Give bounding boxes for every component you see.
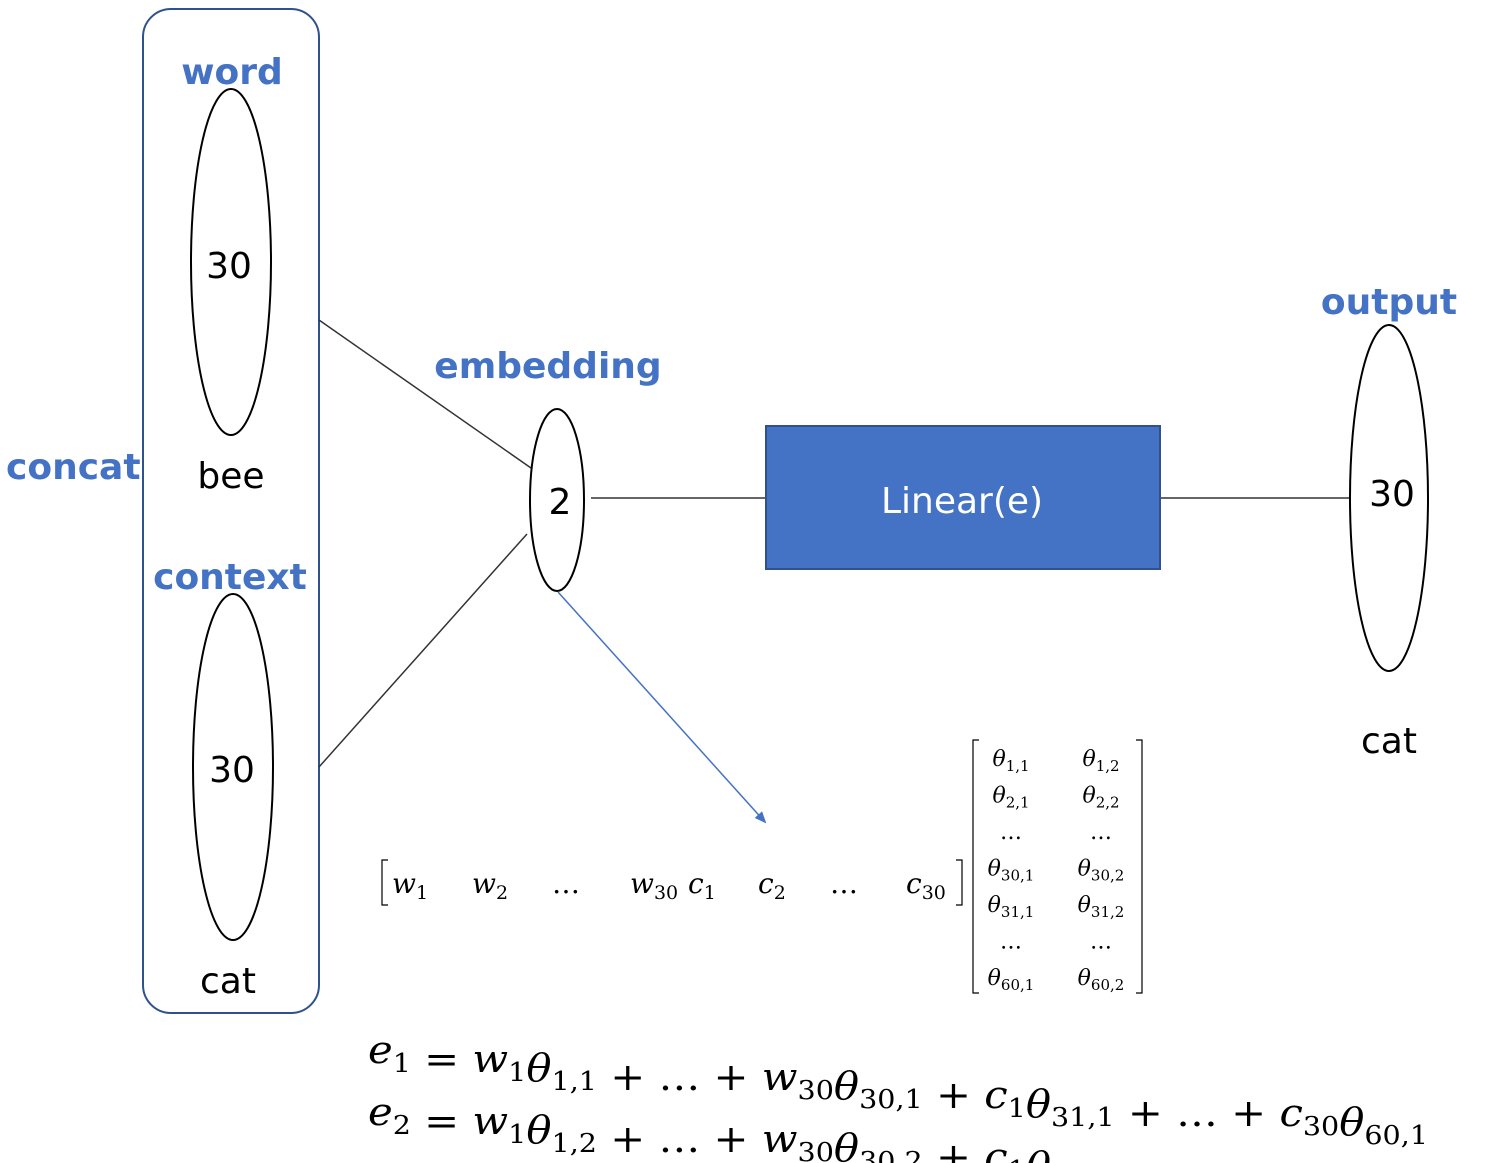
vector-element: w30 — [630, 867, 678, 904]
input-row-vector: w1 w2 … w30 c1 c2 … c30 — [381, 859, 963, 906]
context-token: cat — [200, 961, 256, 1002]
matrix-element: θ30,2 — [1078, 857, 1125, 885]
matrix-element: … — [1090, 930, 1112, 955]
output-node-size: 30 — [1369, 474, 1415, 515]
concat-box — [142, 8, 320, 1014]
word-node-size: 30 — [206, 246, 252, 287]
word-node — [190, 88, 272, 436]
weight-matrix: θ1,1 θ1,2 θ2,1 θ2,2 … … θ30,1 θ30,2 θ31,1 θ31,2 … …… — [972, 739, 1143, 994]
matrix-element: θ1,1 — [992, 747, 1029, 775]
vector-element: … — [552, 867, 580, 900]
matrix-element: θ2,1 — [992, 784, 1029, 812]
matrix-element: θ2,2 — [1082, 784, 1119, 812]
context-label: context — [153, 557, 307, 598]
embedding-node — [529, 408, 585, 592]
matrix-element: θ30,1 — [988, 857, 1035, 885]
vector-element: … — [830, 867, 858, 900]
matrix-element: θ1,2 — [1082, 747, 1119, 775]
output-label: output — [1321, 282, 1457, 323]
output-node — [1349, 324, 1429, 672]
matrix-left-bracket — [972, 739, 979, 994]
matrix-element: θ31,2 — [1078, 893, 1125, 921]
word-to-embedding-edge — [318, 319, 532, 469]
context-node — [192, 593, 274, 941]
matrix-right-bracket — [1136, 739, 1143, 994]
vector-left-bracket — [381, 859, 388, 906]
linear-layer-box — [765, 425, 1161, 570]
word-token: bee — [197, 456, 264, 497]
matrix-element: … — [1000, 930, 1022, 955]
linear-layer-label: Linear(e) — [881, 481, 1043, 522]
embedding-label: embedding — [434, 346, 661, 387]
embedding-expansion-arrow — [557, 591, 767, 824]
context-node-size: 30 — [209, 750, 255, 791]
vector-element: c30 — [906, 867, 946, 904]
matrix-element: … — [1000, 820, 1022, 845]
matrix-element: θ60,1 — [988, 966, 1035, 994]
vector-element: w1 — [392, 867, 428, 904]
matrix-element: θ31,1 — [988, 893, 1035, 921]
context-to-embedding-edge — [318, 533, 528, 768]
vector-right-bracket — [956, 859, 963, 906]
vector-element: w2 — [472, 867, 508, 904]
vector-element: c1 — [688, 867, 716, 904]
matrix-element: … — [1090, 820, 1112, 845]
matrix-element: θ60,2 — [1078, 966, 1125, 994]
embedding-node-size: 2 — [549, 482, 572, 523]
word-label: word — [181, 52, 283, 93]
vector-element: c2 — [758, 867, 786, 904]
output-token: cat — [1361, 721, 1417, 762]
concat-label: concat — [6, 447, 141, 488]
